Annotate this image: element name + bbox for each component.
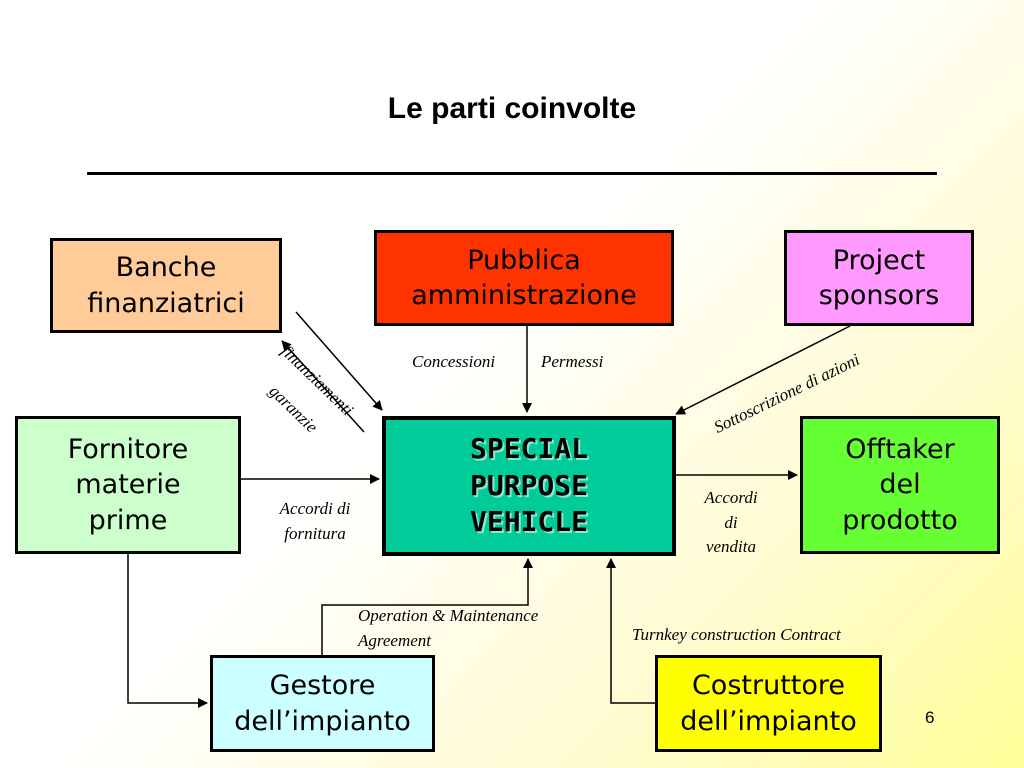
arrow-fornitore-to-gestore <box>127 554 208 708</box>
arrow-finanziamenti <box>295 311 383 411</box>
arrow-sponsors-to-spv <box>675 325 851 415</box>
box-special-purpose-vehicle: SPECIAL PURPOSE VEHICLE <box>382 416 676 556</box>
label-permessi: Permessi <box>541 352 604 371</box>
box-banche-finanziatrici: Banche finanziatrici <box>50 238 282 333</box>
box-gestore-impianto: Gestore dell’impianto <box>210 655 435 752</box>
page-number: 6 <box>925 708 935 727</box>
label-om-agreement: Operation & Maintenance Agreement <box>358 606 539 650</box>
box-offtaker-del-prodotto: Offtaker del prodotto <box>800 416 1000 554</box>
box-project-sponsors: Project sponsors <box>784 230 974 326</box>
slide-title: Le parti coinvolte <box>387 92 637 125</box>
label-turnkey-contract: Turnkey construction Contract <box>632 625 841 644</box>
box-fornitore-materie-prime: Fornitore materie prime <box>15 416 241 554</box>
label-concessioni: Concessioni <box>412 352 496 371</box>
label-accordi-di-vendita: Accordi di vendita <box>704 488 758 557</box>
box-pubblica-amministrazione: Pubblica amministrazione <box>374 230 674 326</box>
label-accordi-di-fornitura: Accordi di fornitura <box>279 499 351 543</box>
arrow-gestore-to-spv <box>321 558 533 655</box>
title-underline <box>87 172 937 175</box>
arrow-costruttore-to-spv <box>606 558 655 704</box>
box-costruttore-impianto: Costruttore dell’impianto <box>655 655 882 752</box>
arrow-garanzie <box>281 340 365 433</box>
